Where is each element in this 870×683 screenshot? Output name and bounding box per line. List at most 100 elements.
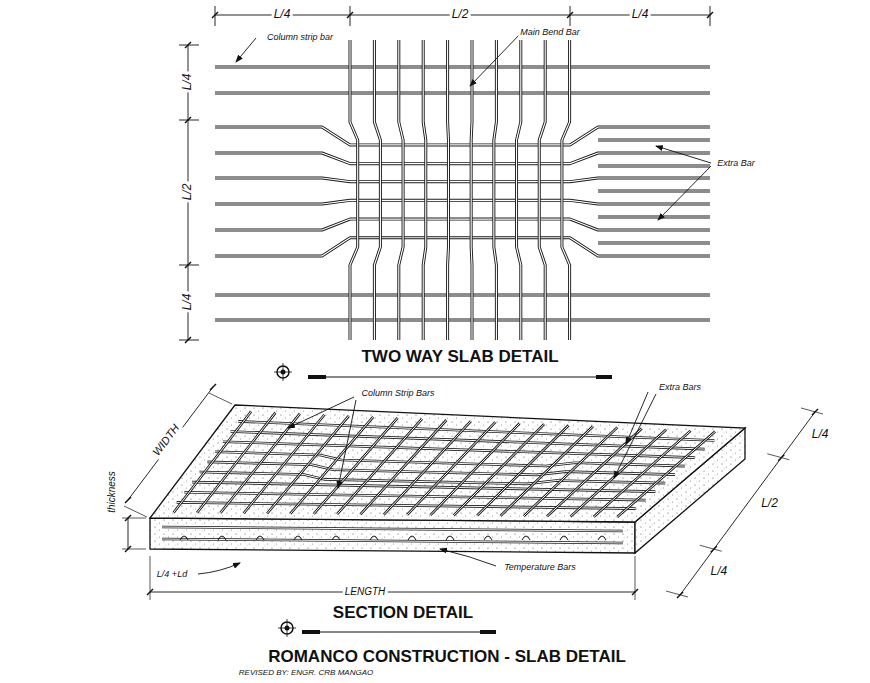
concrete-face [150, 405, 745, 522]
rebar [594, 431, 691, 517]
concrete-face [150, 405, 745, 522]
rebar-core [524, 427, 618, 516]
bar-hook [370, 536, 378, 540]
drawing-title: SECTION DETAIL [331, 603, 475, 623]
dimension-tick [632, 589, 638, 595]
dimension-tick [125, 546, 131, 552]
rebar [617, 432, 715, 517]
rebar [337, 419, 422, 514]
leader-line [626, 392, 648, 444]
title-underline [480, 630, 496, 634]
rebar [215, 200, 710, 204]
rebar [244, 415, 325, 514]
rebar-core [617, 432, 715, 517]
callout-label: Column Strip Bars [359, 388, 436, 398]
bar-hook [446, 536, 454, 540]
extension-line [767, 454, 789, 460]
leader-line [658, 166, 711, 220]
revision-note: REVISED BY: ENGR. CRB MANGAO [237, 668, 375, 677]
concrete-face [150, 518, 635, 553]
rebar-core [215, 219, 710, 230]
bar-hook [408, 536, 416, 540]
dimension-tick [185, 262, 191, 268]
rebar-core [215, 178, 710, 182]
rebar [162, 539, 623, 543]
rebar-core [454, 424, 544, 515]
rebar-core [598, 242, 710, 243]
dimension-line [128, 387, 213, 500]
extension-line [700, 545, 722, 551]
rebar-core [598, 216, 710, 217]
rebar [539, 40, 545, 340]
rebar-core [197, 413, 276, 513]
leader-line [338, 400, 356, 488]
rebar [215, 178, 710, 182]
dimension-label: L/2 [450, 8, 471, 22]
bar-hook [560, 536, 568, 540]
dimension-tick [677, 592, 683, 598]
dimension-tick [125, 497, 131, 503]
rebar-core [174, 412, 251, 513]
rebar [215, 153, 710, 164]
dimension-tick [185, 117, 191, 123]
rebar [215, 219, 710, 230]
dimension-label: L/4 [630, 8, 651, 22]
rebar-core [215, 238, 710, 256]
rebar-core [494, 40, 497, 340]
rebar [177, 502, 636, 508]
rebar [454, 424, 544, 515]
sheet-title: ROMANCO CONSTRUCTION - SLAB DETAIL [266, 647, 628, 667]
extension-line [209, 393, 232, 404]
rebar-core [594, 431, 691, 517]
rebar-core [539, 40, 545, 340]
rebar [598, 139, 710, 142]
rebar [501, 426, 594, 516]
rebar-core [374, 40, 380, 340]
concrete-face [150, 518, 635, 553]
rebar-core [215, 127, 710, 145]
leader-line [440, 549, 496, 566]
rebar-core [598, 190, 710, 191]
rebar [598, 190, 710, 193]
section-symbol [287, 619, 288, 637]
rebar-core [598, 165, 710, 166]
title-underline [302, 630, 320, 634]
rebar-core [501, 426, 594, 516]
rebar [162, 527, 623, 531]
rebar-core [267, 416, 349, 514]
dimension-tick [210, 384, 216, 390]
rebar [215, 127, 710, 145]
rebar [215, 294, 710, 297]
rebar [174, 412, 251, 513]
rebar-core [215, 66, 710, 67]
rebar [384, 421, 471, 515]
rebar-core [162, 527, 623, 531]
rebar [571, 430, 667, 517]
rebar-core [290, 417, 373, 514]
title-underline [326, 377, 596, 378]
leader-line [470, 33, 521, 86]
rebar-core [571, 430, 667, 517]
rebar [446, 40, 450, 340]
rebar-core [350, 40, 358, 340]
section-symbol [283, 363, 284, 381]
bar-hook [484, 536, 492, 540]
rebar-core [215, 200, 710, 204]
rebar [360, 420, 446, 514]
leader-line [614, 394, 656, 478]
rebar-core [244, 415, 325, 514]
dimension-label: L/4 [810, 428, 831, 442]
bar-hook [294, 536, 302, 540]
dimension-tick [185, 337, 191, 343]
rebar-core [215, 92, 710, 93]
extension-line [635, 556, 636, 600]
rebar [231, 432, 705, 450]
rebar [598, 165, 710, 168]
dimension-tick [707, 12, 713, 18]
bar-hook [218, 536, 226, 540]
rebar-core [517, 40, 521, 340]
rebar [547, 429, 642, 517]
dimension-label: L/4 +Ld [155, 569, 189, 579]
rebar [314, 418, 398, 514]
